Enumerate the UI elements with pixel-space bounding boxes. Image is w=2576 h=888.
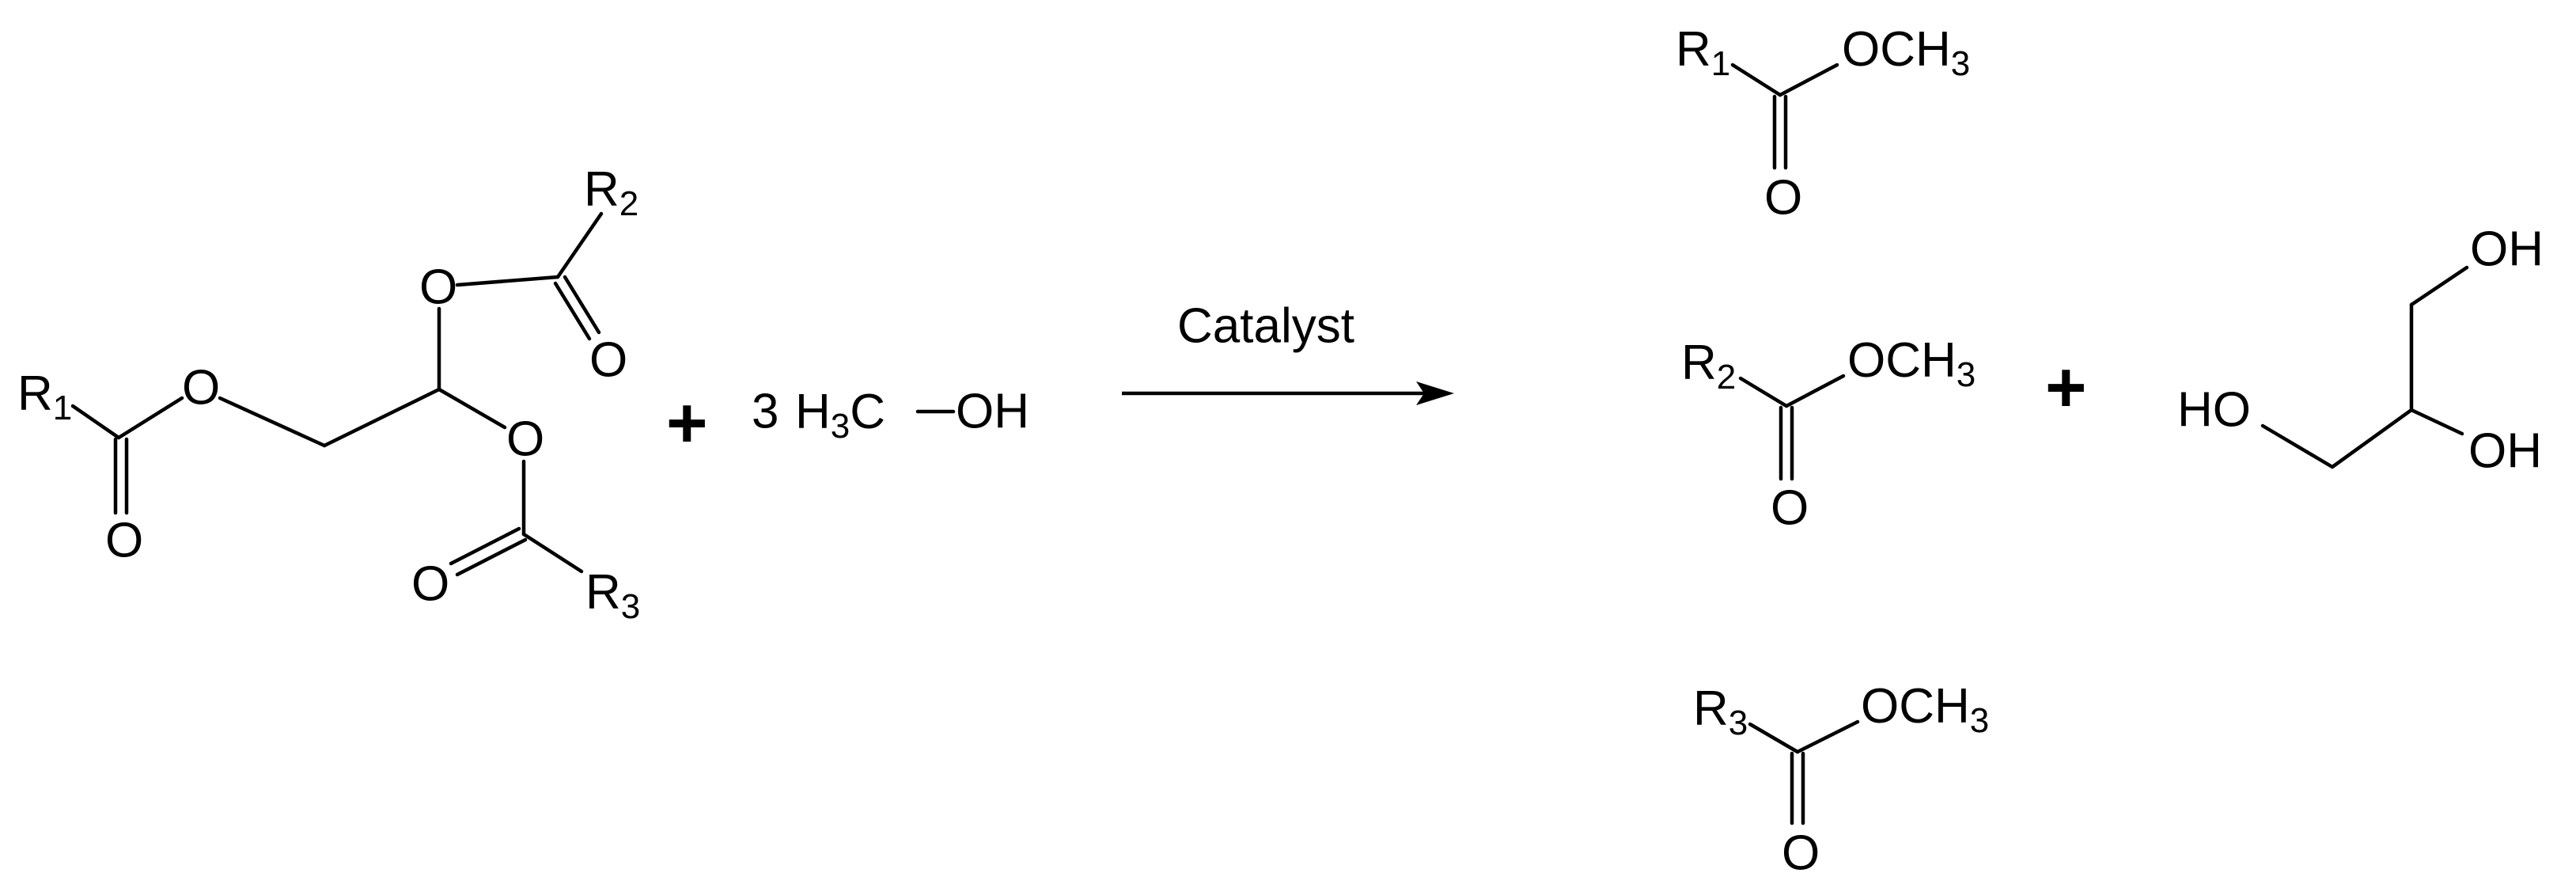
product-plus-sign: + [2045, 348, 2087, 427]
bond [1795, 719, 1860, 754]
r2-subscript: 2 [619, 184, 638, 223]
svg-text:OCH3: OCH3 [1847, 333, 1976, 394]
catalyst-label: Catalyst [1177, 299, 1354, 354]
ester-oxygen-2: O [419, 260, 457, 315]
svg-text:H3C: H3C [795, 385, 885, 446]
svg-text:R1: R1 [1676, 22, 1730, 83]
bond [1730, 63, 1782, 97]
methyl-ester-3: R3 OCH3 O [1693, 679, 1989, 881]
carbonyl-oxygen-2: O [589, 333, 627, 388]
r1-label: R [17, 366, 53, 421]
bond [70, 404, 121, 440]
svg-text:R1: R1 [17, 366, 72, 427]
ester-oxygen-1: O [182, 361, 220, 416]
bond [1778, 63, 1839, 97]
bond [1748, 722, 1800, 754]
methyl-ester-2: R2 OCH3 O [1681, 333, 1976, 536]
reaction-arrow: Catalyst [1122, 299, 1454, 405]
bond [455, 275, 560, 287]
svg-text:OCH3: OCH3 [1842, 22, 1970, 83]
bond [1784, 374, 1846, 408]
bond [218, 396, 327, 448]
bond [2409, 408, 2464, 436]
svg-text:OCH3: OCH3 [1861, 679, 1989, 740]
bond [563, 275, 601, 335]
ester1-och: OCH [1842, 22, 1951, 77]
svg-text:R3: R3 [1693, 681, 1748, 742]
bond [555, 211, 604, 279]
bond [116, 396, 184, 440]
r3-subscript: 3 [621, 587, 640, 626]
methyl-ester-1: R1 OCH3 O [1676, 22, 1970, 226]
bond [2260, 423, 2335, 469]
ester3-carbonyl-oxygen: O [1782, 826, 1820, 881]
ester1-r-subscript: 1 [1711, 44, 1730, 83]
svg-text:R3: R3 [585, 565, 640, 626]
ester3-och: OCH [1861, 679, 1970, 734]
bond [553, 281, 592, 341]
bond [1738, 376, 1789, 408]
svg-text:R2: R2 [1681, 336, 1736, 397]
bond [2330, 408, 2414, 469]
glycerol-oh-right: OH [2468, 424, 2542, 479]
ester3-r-subscript: 3 [1729, 704, 1748, 742]
ester-oxygen-3: O [506, 412, 544, 467]
ester2-och: OCH [1847, 333, 1957, 388]
ester2-och-subscript: 3 [1957, 355, 1976, 394]
methanol-molecule: 3 H3C OH [752, 385, 1029, 446]
ester1-carbonyl-oxygen: O [1764, 171, 1802, 226]
carbonyl-oxygen-1: O [105, 514, 143, 568]
glycerol-ho-left: HO [2177, 383, 2251, 438]
methanol-h: H [795, 385, 831, 439]
methanol-h-subscript: 3 [831, 407, 850, 446]
bond [2409, 265, 2469, 307]
svg-text:R2: R2 [584, 162, 638, 223]
r2-label: R [584, 162, 619, 217]
ester3-och-subscript: 3 [1970, 701, 1989, 740]
carbonyl-oxygen-3: O [411, 557, 449, 612]
reactant-plus-sign: + [666, 384, 708, 463]
ester2-carbonyl-oxygen: O [1771, 481, 1809, 536]
r3-label: R [585, 565, 621, 620]
bond [449, 526, 521, 566]
ester3-r: R [1693, 681, 1729, 736]
arrowhead-icon [1416, 381, 1454, 405]
methanol-oh: OH [956, 385, 1029, 439]
triglyceride-molecule: R1 O O O R2 O O O R3 [17, 162, 640, 626]
r1-subscript: 1 [53, 389, 72, 427]
glycerol-molecule: OH HO OH [2177, 222, 2544, 479]
bond [455, 537, 528, 577]
methanol-c: C [850, 385, 885, 439]
ester2-r: R [1681, 336, 1717, 390]
glycerol-oh-top: OH [2470, 222, 2544, 277]
bond [521, 532, 584, 574]
ester1-och-subscript: 3 [1951, 44, 1970, 83]
ester2-r-subscript: 2 [1717, 358, 1736, 397]
ester1-r: R [1676, 22, 1711, 77]
bond [322, 387, 441, 448]
methanol-coefficient: 3 [752, 385, 778, 439]
bond [437, 387, 507, 430]
